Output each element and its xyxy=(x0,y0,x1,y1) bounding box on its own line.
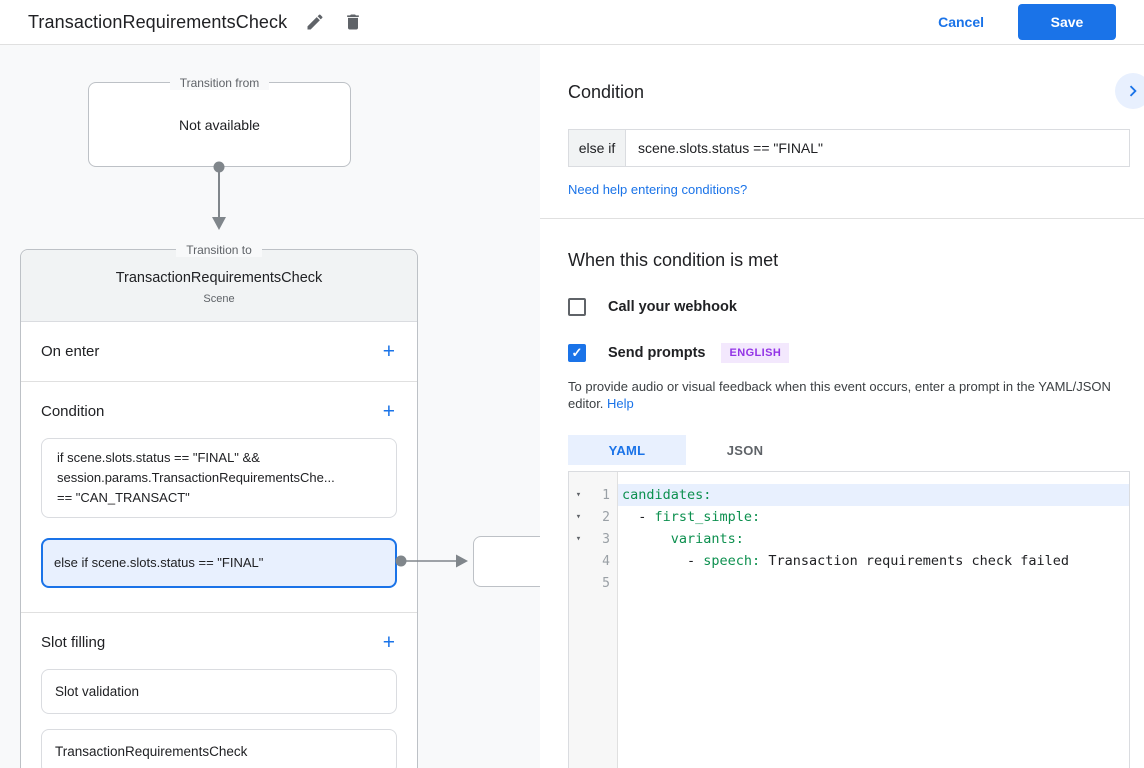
transition-from-value: Not available xyxy=(179,116,260,133)
send-prompts-checkbox[interactable]: ✓ xyxy=(568,344,586,362)
trash-icon xyxy=(347,14,360,30)
condition-section-label: Condition xyxy=(41,403,105,420)
webhook-checkbox[interactable] xyxy=(568,298,586,316)
gutter-row: ▾3 xyxy=(569,528,617,550)
save-button[interactable]: Save xyxy=(1018,4,1116,40)
on-enter-label: On enter xyxy=(41,343,100,360)
code-line[interactable]: candidates: xyxy=(618,484,1129,506)
send-prompts-label: Send prompts xyxy=(608,345,706,361)
editor-code-area[interactable]: candidates: - first_simple: variants: - … xyxy=(618,472,1129,768)
condition-input[interactable] xyxy=(625,129,1130,167)
fold-icon[interactable]: ▾ xyxy=(575,512,582,522)
editor-gutter: ▾1 ▾2 ▾3 4 5 xyxy=(569,472,618,768)
tab-yaml[interactable]: YAML xyxy=(568,435,686,465)
gutter-row: ▾1 xyxy=(569,484,617,506)
transition-to-legend: Transition to xyxy=(21,241,417,259)
editor-tabs: YAML JSON xyxy=(568,435,1144,465)
check-icon: ✓ xyxy=(571,345,583,360)
tab-json[interactable]: JSON xyxy=(726,442,764,458)
slot-filling-section: Slot filling + Slot validation Transacti… xyxy=(21,613,417,768)
slot-item[interactable]: TransactionRequirementsCheck xyxy=(41,729,397,768)
slot-filling-label: Slot filling xyxy=(41,634,106,651)
cancel-button[interactable]: Cancel xyxy=(938,14,984,30)
on-enter-section[interactable]: On enter + xyxy=(21,322,417,382)
code-line[interactable] xyxy=(618,572,1129,594)
gutter-row: ▾2 xyxy=(569,506,617,528)
condition-item[interactable]: if scene.slots.status == "FINAL" && sess… xyxy=(41,438,397,518)
transition-from-legend-text: Transition from xyxy=(169,76,270,90)
collapse-panel-button[interactable] xyxy=(1115,73,1144,109)
edit-button[interactable] xyxy=(305,12,325,32)
code-line[interactable]: variants: xyxy=(670,531,744,547)
panel-divider xyxy=(540,218,1144,219)
webhook-row: Call your webhook xyxy=(568,298,1144,316)
transition-from-box[interactable]: Transition from Not available xyxy=(88,76,351,167)
fold-icon[interactable]: ▾ xyxy=(575,534,582,544)
prompts-description: To provide audio or visual feedback when… xyxy=(568,378,1144,412)
top-bar: TransactionRequirementsCheck Cancel Save xyxy=(0,0,1144,45)
language-badge: ENGLISH xyxy=(721,343,790,363)
line-number: 3 xyxy=(602,531,610,547)
code-line[interactable]: - speech: Transaction requirements check… xyxy=(622,553,1070,569)
transition-down-arrow xyxy=(212,161,226,230)
condition-transition-arrow xyxy=(395,554,468,568)
help-link[interactable]: Help xyxy=(607,396,634,411)
transition-from-legend: Transition from xyxy=(89,74,350,92)
code-line[interactable]: - first_simple: xyxy=(622,509,761,525)
main-content: Transition from Not available Transition… xyxy=(0,45,1144,768)
send-prompts-row: ✓ Send prompts ENGLISH xyxy=(568,343,1144,363)
line-number: 5 xyxy=(602,575,610,591)
scene-diagram: Transition from Not available Transition… xyxy=(0,45,540,768)
line-number: 1 xyxy=(602,487,610,503)
add-condition-icon[interactable]: + xyxy=(382,400,395,423)
webhook-label: Call your webhook xyxy=(608,299,737,315)
code-editor[interactable]: ▾1 ▾2 ▾3 4 5 candidates: - first_simple:… xyxy=(568,471,1130,768)
slot-filling-section-head: Slot filling + xyxy=(41,632,397,653)
scene-subtitle: Scene xyxy=(203,293,235,305)
condition-section: Condition + if scene.slots.status == "FI… xyxy=(21,382,417,613)
scene-card: Transition to TransactionRequirementsChe… xyxy=(20,243,418,768)
add-slot-icon[interactable]: + xyxy=(382,631,395,654)
condition-prefix-label: else if xyxy=(568,129,625,167)
conditions-help-link[interactable]: Need help entering conditions? xyxy=(568,182,748,197)
condition-editor-row: else if xyxy=(568,129,1130,167)
slot-item[interactable]: Slot validation xyxy=(41,669,397,714)
chevron-right-icon xyxy=(1129,85,1137,97)
gutter-row: 4 xyxy=(569,550,617,572)
line-number: 2 xyxy=(602,509,610,525)
gutter-row: 5 xyxy=(569,572,617,594)
condition-met-title: When this condition is met xyxy=(568,250,779,270)
pencil-icon xyxy=(307,14,323,30)
page-title: TransactionRequirementsCheck xyxy=(28,11,288,32)
scene-card-header[interactable]: TransactionRequirementsCheck Scene xyxy=(21,250,417,322)
transition-target-box[interactable] xyxy=(473,536,540,587)
condition-item-selected[interactable]: else if scene.slots.status == "FINAL" xyxy=(41,538,397,588)
fold-icon[interactable]: ▾ xyxy=(575,490,582,500)
prompts-description-text: To provide audio or visual feedback when… xyxy=(568,379,1111,411)
add-on-enter-icon[interactable]: + xyxy=(382,340,395,363)
transition-to-legend-text: Transition to xyxy=(176,243,262,257)
line-number: 4 xyxy=(602,553,610,569)
panel-title: Condition xyxy=(568,82,645,102)
condition-panel: Condition else if Need help entering con… xyxy=(540,45,1144,768)
condition-section-head: Condition + xyxy=(41,401,397,422)
scene-title: TransactionRequirementsCheck xyxy=(115,270,323,286)
delete-button[interactable] xyxy=(343,12,363,32)
